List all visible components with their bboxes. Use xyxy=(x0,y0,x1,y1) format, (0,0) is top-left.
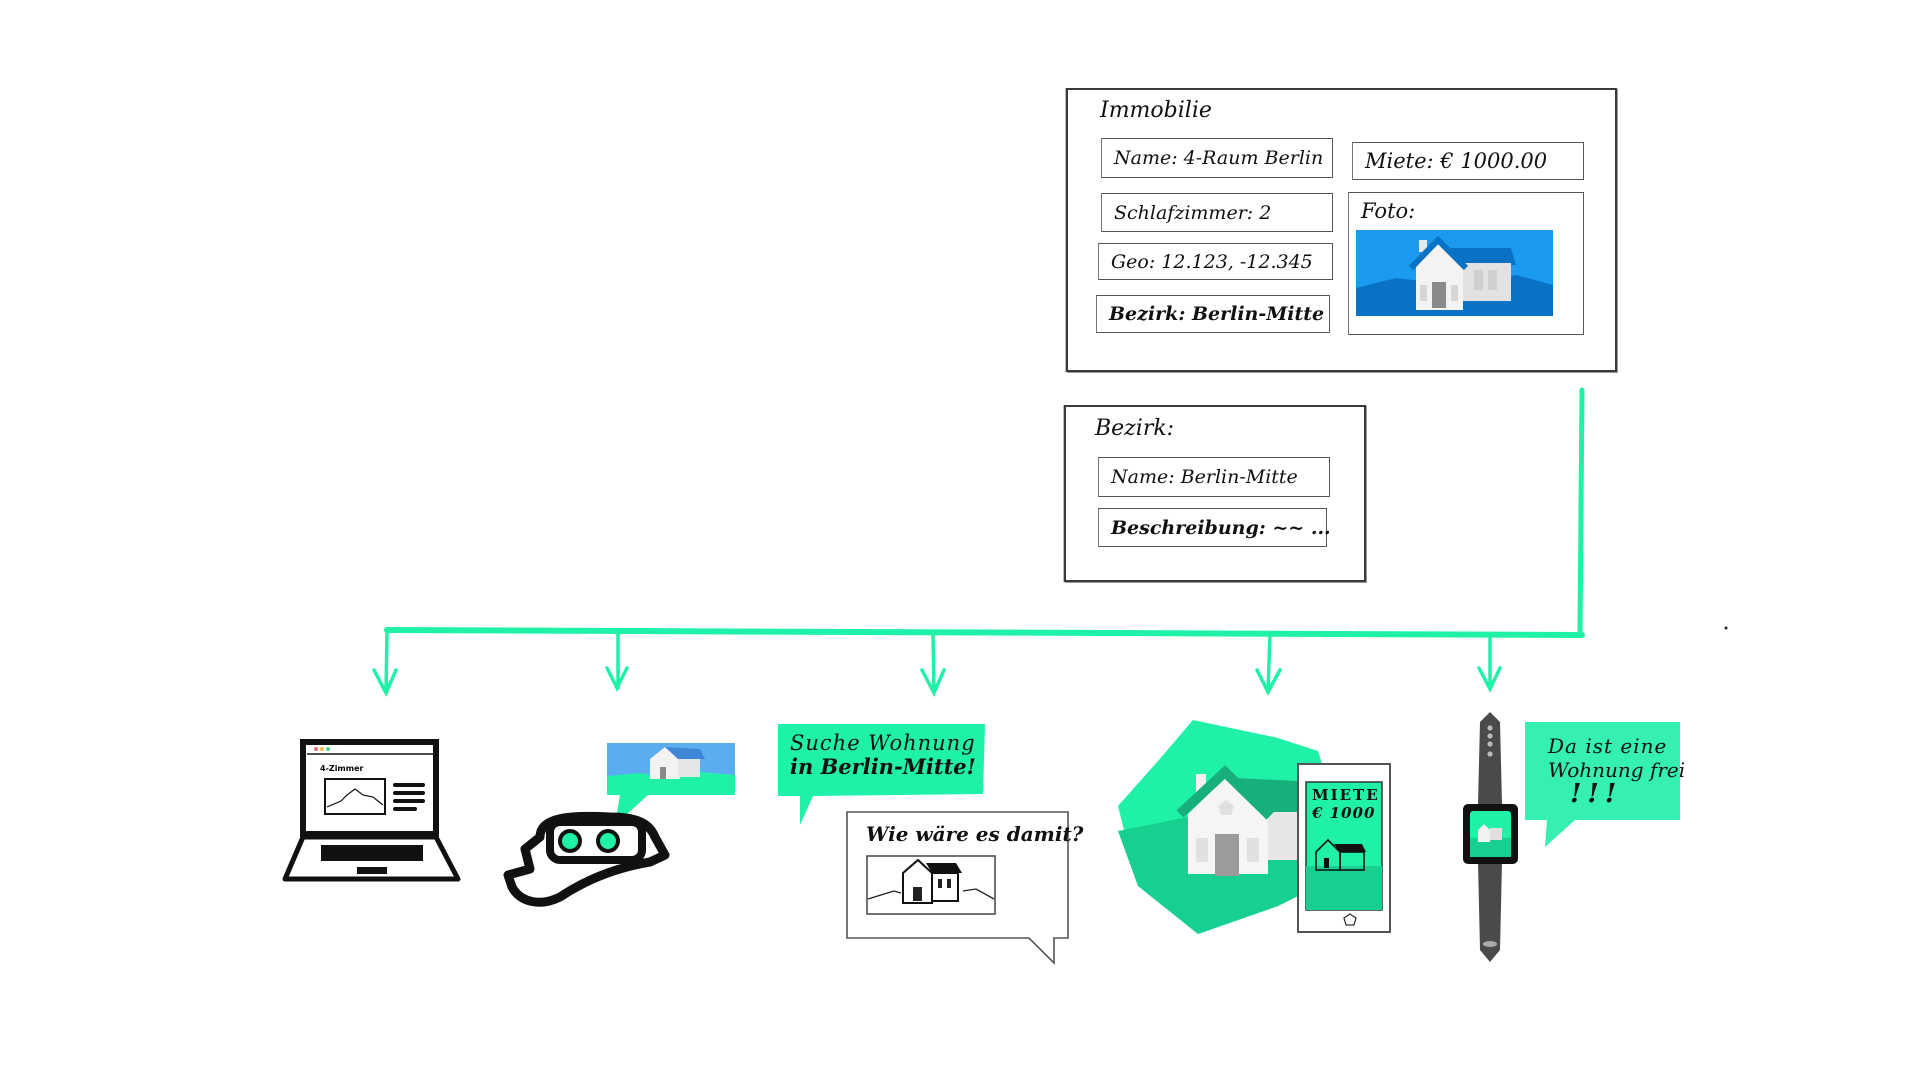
window-dot-green xyxy=(326,747,330,751)
mobile-app-icon xyxy=(1118,720,1391,934)
reply-house-window xyxy=(947,879,951,888)
arrow-down-icon xyxy=(605,630,629,692)
phone-home-button[interactable] xyxy=(1343,913,1357,926)
immobilie-schlafzimmer-field: Schlafzimmer: 2 xyxy=(1101,193,1333,232)
strap-hole xyxy=(1487,751,1493,757)
speech-bubble-user xyxy=(778,724,985,825)
phone-miete-label: MIETE xyxy=(1312,786,1380,804)
vr-lens-right xyxy=(596,829,620,853)
house-window xyxy=(1474,270,1483,290)
bezirk-title: Bezirk: xyxy=(1095,416,1175,441)
arrow-down-icon xyxy=(1477,632,1502,693)
reply-house-window xyxy=(938,879,942,888)
house-window xyxy=(1488,270,1497,290)
vr-bubble-door xyxy=(660,767,666,779)
watch-house xyxy=(1478,824,1490,842)
immobilie-name-field: Name: 4-Raum Berlin xyxy=(1101,138,1333,178)
house-door xyxy=(1432,282,1446,308)
window-dot-red xyxy=(314,747,318,751)
arrow-down-icon xyxy=(1255,632,1282,696)
vr-bubble-hill xyxy=(607,772,735,795)
bezirk-name-field: Name: Berlin-Mitte xyxy=(1098,457,1330,497)
watch-house-wing xyxy=(1490,828,1502,840)
laptop-keyboard xyxy=(321,845,423,861)
bezirk-beschreibung-field: Beschreibung: ~~ ... xyxy=(1098,508,1331,547)
laptop-trackpad xyxy=(357,867,387,874)
app-house-chimney xyxy=(1196,774,1206,794)
reply-house-hill xyxy=(962,888,995,900)
vr-lens-left xyxy=(558,829,582,853)
window-dot-yellow xyxy=(320,747,324,751)
vertical-connector-line xyxy=(1577,387,1585,636)
foto-label: Foto: xyxy=(1361,199,1416,223)
house-wing xyxy=(1459,263,1511,301)
vr-bubble-house-wing xyxy=(678,759,700,777)
foto-house-image xyxy=(1356,230,1553,316)
user-bubble-line-2: in Berlin-Mitte! xyxy=(790,754,976,779)
user-bubble-text: Suche Wohnung in Berlin-Mitte! xyxy=(790,731,976,779)
phone-house-door xyxy=(1324,858,1329,868)
stray-dot xyxy=(1724,626,1728,630)
phone-house-wing xyxy=(1339,851,1365,871)
phone-screen-shade xyxy=(1306,866,1382,910)
reply-house-wing xyxy=(931,872,959,902)
speech-bubble-watch xyxy=(1525,722,1680,847)
watch-bubble-shape xyxy=(1525,722,1680,847)
smartwatch-icon xyxy=(1463,712,1518,962)
immobilie-geo-field: Geo: 12.123, -12.345 xyxy=(1098,243,1333,280)
laptop-text-lines xyxy=(393,783,425,811)
strap-hole xyxy=(1487,725,1493,731)
laptop-house-thumbnail xyxy=(324,778,386,815)
strap-hole xyxy=(1487,733,1493,739)
watch-bubble-text: Da ist eine Wohnung frei !!! xyxy=(1548,734,1686,809)
phone-miete-value: € 1000 xyxy=(1312,804,1376,822)
house-roof-right xyxy=(1451,248,1516,265)
app-house-window xyxy=(1247,838,1259,862)
vr-bubble-roof xyxy=(665,747,705,759)
watch-bubble-line-1: Da ist eine xyxy=(1548,734,1668,758)
app-house-roof xyxy=(1176,765,1274,820)
arrow-down-icon xyxy=(372,630,398,698)
reply-house-door xyxy=(913,887,922,901)
house-chimney xyxy=(1419,240,1427,252)
house-roof xyxy=(1408,235,1469,271)
user-bubble-line-1: Suche Wohnung xyxy=(790,731,976,755)
immobilie-bezirk-field: Bezirk: Berlin-Mitte xyxy=(1096,295,1330,333)
reply-house-roof xyxy=(926,863,962,873)
speech-bubble-reply xyxy=(846,811,1069,965)
strap-hole xyxy=(1487,741,1493,747)
immobilie-title: Immobilie xyxy=(1100,98,1212,123)
app-house-wing xyxy=(1266,812,1302,860)
app-house-attic-window xyxy=(1218,800,1234,815)
reply-house-hill xyxy=(867,890,902,900)
watch-strap-bottom xyxy=(1478,862,1502,962)
app-house-window xyxy=(1196,838,1208,862)
house-window xyxy=(1451,285,1458,301)
vr-bubble-house xyxy=(650,747,680,779)
phone-screen-text: MIETE € 1000 xyxy=(1312,786,1380,822)
app-house-door xyxy=(1215,834,1239,876)
user-bubble-shape xyxy=(778,724,985,825)
laptop-icon: 4-Zimmer xyxy=(282,739,461,882)
vr-headset-icon xyxy=(503,743,735,907)
reply-bubble-text: Wie wäre es damit? xyxy=(866,822,1084,846)
horizontal-connector-line xyxy=(384,627,1585,638)
phone-house-roof xyxy=(1334,844,1366,852)
watch-bubble-line-2: Wohnung frei xyxy=(1548,758,1686,782)
thumbnail-sketch xyxy=(326,788,384,808)
watch-bubble-line-3: !!! xyxy=(1570,779,1623,809)
laptop-screen-heading: 4-Zimmer xyxy=(320,764,364,773)
watch-strap-top xyxy=(1478,712,1502,804)
strap-buckle xyxy=(1483,941,1497,947)
house-window xyxy=(1420,285,1427,301)
watch-screen-shade xyxy=(1470,838,1511,857)
immobilie-miete-field: Miete: € 1000.00 xyxy=(1352,142,1584,180)
arrow-down-icon xyxy=(920,630,946,698)
